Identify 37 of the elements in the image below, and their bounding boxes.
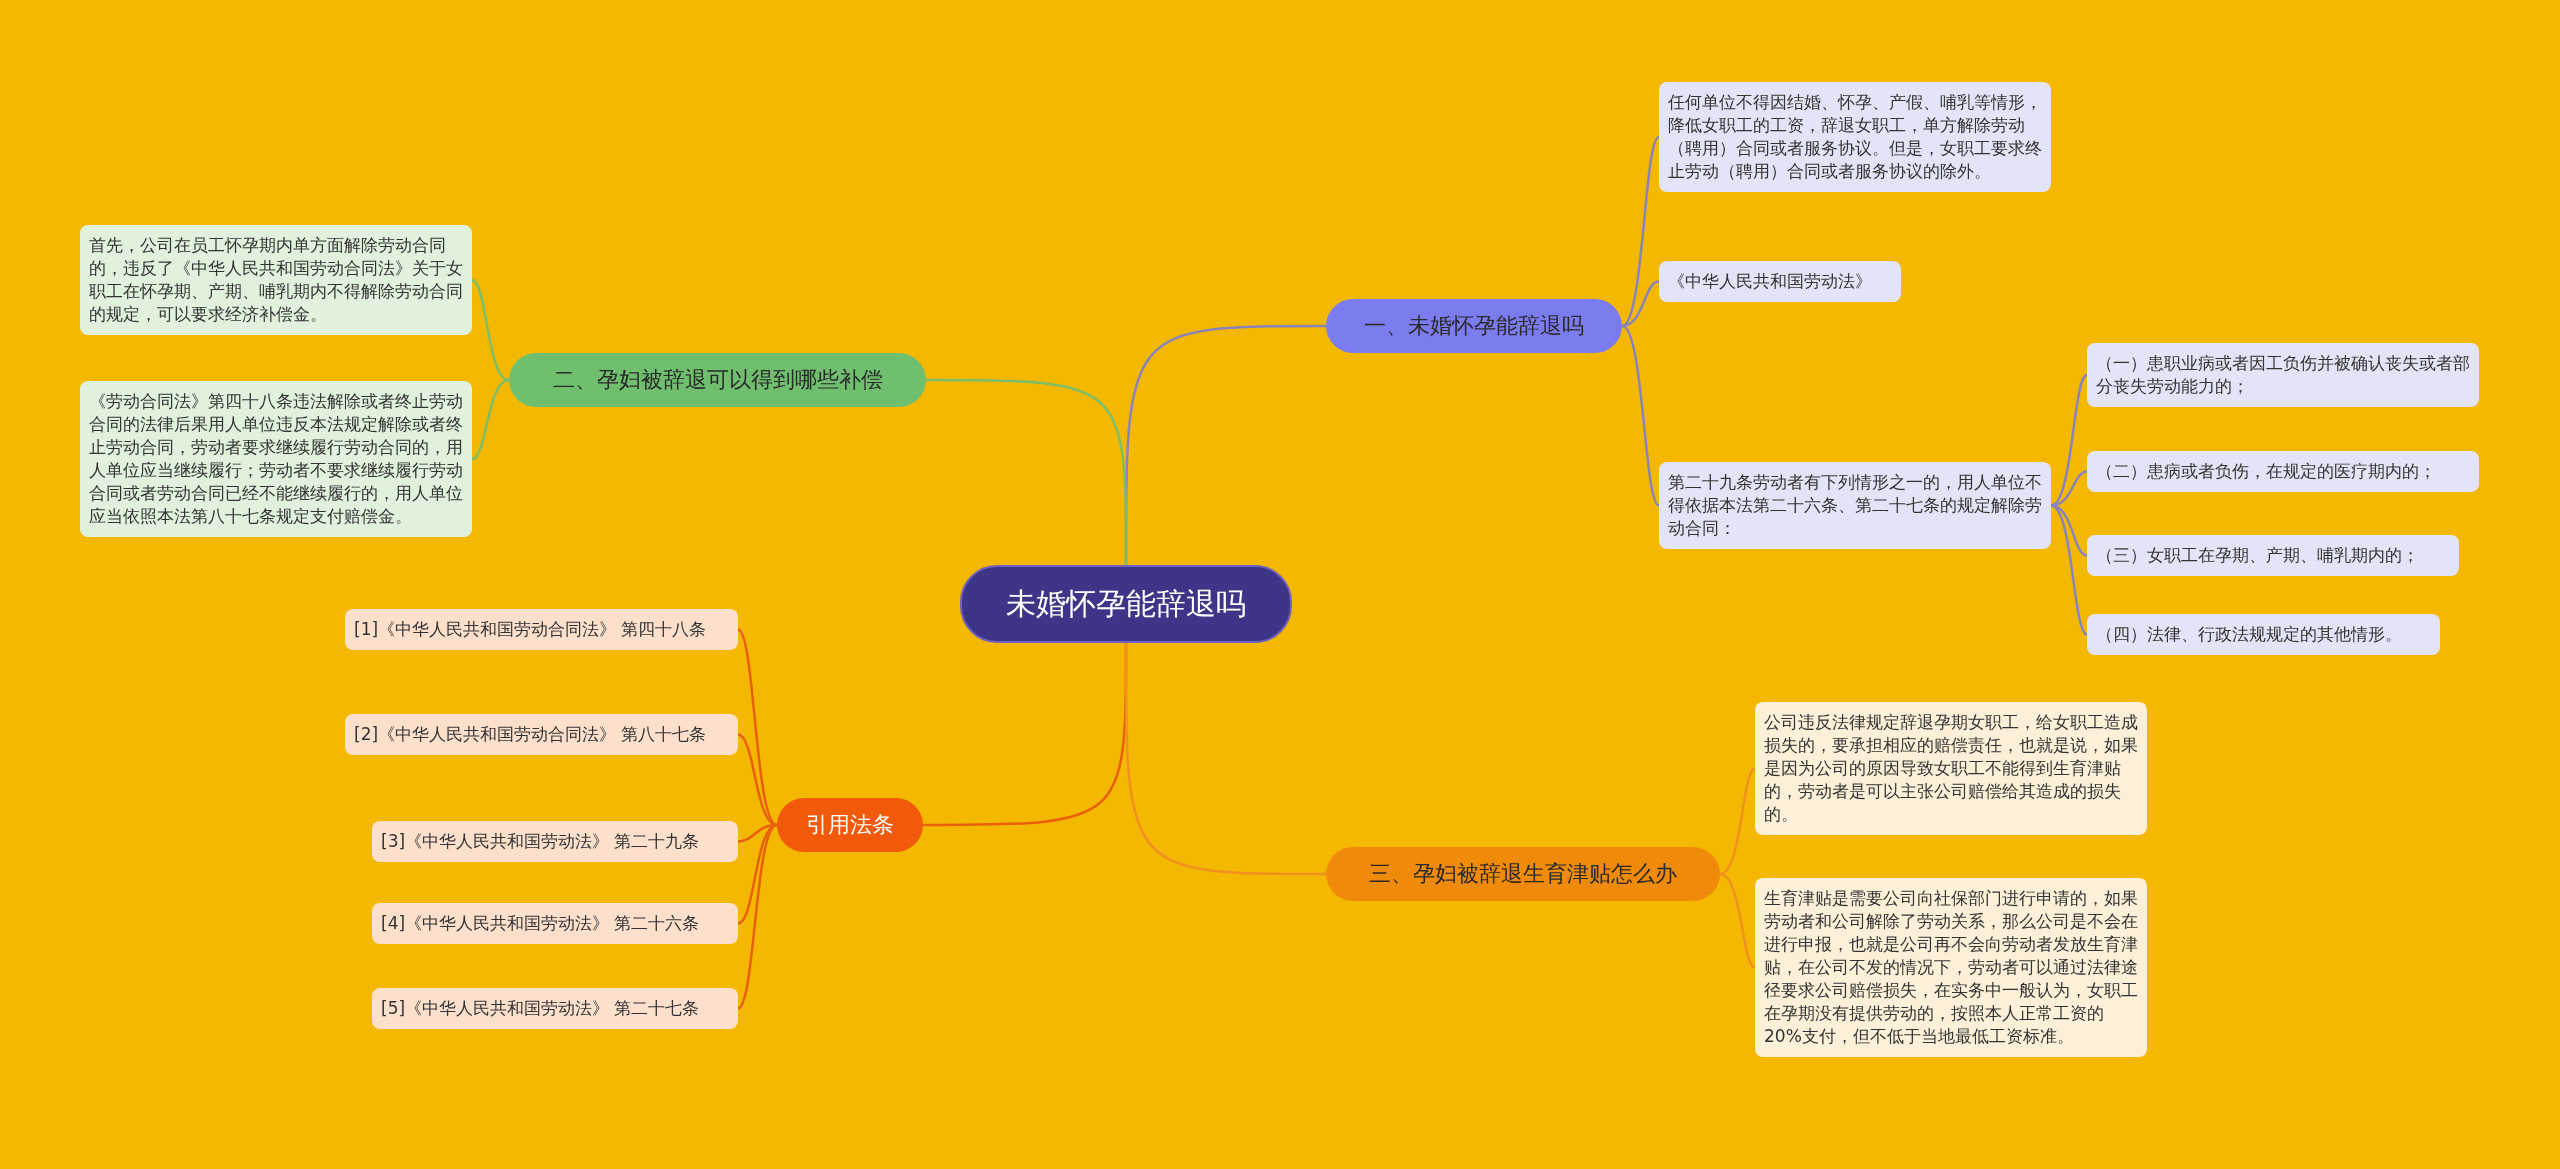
connector-line xyxy=(471,378,510,461)
text-card: （四）法律、行政法规规定的其他情形。 xyxy=(2087,614,2440,655)
text-card: 《中华人民共和国劳动法》 xyxy=(1659,261,1901,302)
connector-line xyxy=(1124,643,1326,876)
text-card: 生育津贴是需要公司向社保部门进行申请的，如果劳动者和公司解除了劳动关系，那么公司是不会在进行申报，也就是公司再不会向劳动者发放生育津贴，在公司不发的情况下，劳动者可以通过法律途径要求公司赔偿损失，在实务中一般认为，女职工在孕期没有提供劳动的，按照本人正常工资的20%支付，但不低于当地最低工资标准。 xyxy=(1755,878,2147,1057)
connector-line xyxy=(1621,136,1660,327)
connector-line xyxy=(926,378,1128,565)
connector-line xyxy=(471,278,510,382)
text-card: （三）女职工在孕期、产期、哺乳期内的； xyxy=(2087,535,2459,576)
text-card: [1]《中华人民共和国劳动合同法》 第四十八条 xyxy=(345,609,738,650)
connector-line xyxy=(1719,872,1756,969)
text-card: 任何单位不得因结婚、怀孕、产假、哺乳等情形，降低女职工的工资，辞退女职工，单方解除劳动（聘用）合同或者服务协议。但是，女职工要求终止劳动（聘用）合同或者服务协议的除外。 xyxy=(1659,82,2051,192)
text-card: （二）患病或者负伤，在规定的医疗期内的； xyxy=(2087,451,2479,492)
text-card: 公司违反法律规定辞退孕期女职工，给女职工造成损失的，要承担相应的赔偿责任，也就是说，如果是因为公司的原因导致女职工不能得到生育津贴的，劳动者是可以主张公司赔偿给其造成的损失的。 xyxy=(1755,702,2147,835)
connector-line xyxy=(737,824,778,1010)
branch-topic: 引用法条 xyxy=(777,798,923,852)
central-topic: 未婚怀孕能辞退吗 xyxy=(960,565,1292,643)
text-card: 第二十九条劳动者有下列情形之一的，用人单位不得依据本法第二十六条、第二十七条的规定解除劳动合同： xyxy=(1659,462,2051,549)
connector-line xyxy=(1621,324,1660,507)
connector-line xyxy=(737,628,778,826)
branch-topic: 三、孕妇被辞退生育津贴怎么办 xyxy=(1326,847,1720,901)
branch-topic: 一、未婚怀孕能辞退吗 xyxy=(1326,299,1622,353)
text-card: （一）患职业病或者因工负伤并被确认丧失或者部分丧失劳动能力的； xyxy=(2087,343,2479,407)
connector-line xyxy=(2050,374,2088,507)
text-card: 《劳动合同法》第四十八条违法解除或者终止劳动合同的法律后果用人单位违反本法规定解除或者终止劳动合同，劳动者要求继续履行劳动合同的，用人单位应当继续履行；劳动者不要求继续履行劳动合同或者劳动合同已经不能继续履行的，用人单位应当依照本法第八十七条规定支付赔偿金。 xyxy=(80,381,472,537)
connector-line xyxy=(737,733,778,827)
connector-line xyxy=(1621,280,1660,328)
text-card: [5]《中华人民共和国劳动法》 第二十七条 xyxy=(372,988,738,1029)
text-card: [2]《中华人民共和国劳动合同法》 第八十七条 xyxy=(345,714,738,755)
connector-line xyxy=(1719,767,1756,876)
connector-line xyxy=(737,823,778,925)
text-card: 首先，公司在员工怀孕期内单方面解除劳动合同的，违反了《中华人民共和国劳动合同法》关于女职工在怀孕期、产期、哺乳期内不得解除劳动合同的规定，可以要求经济补偿金。 xyxy=(80,225,472,335)
connector-line xyxy=(2050,504,2088,557)
connector-line xyxy=(2050,504,2088,636)
text-card: [3]《中华人民共和国劳动法》 第二十九条 xyxy=(372,821,738,862)
branch-topic: 二、孕妇被辞退可以得到哪些补偿 xyxy=(509,353,926,407)
text-card: [4]《中华人民共和国劳动法》 第二十六条 xyxy=(372,903,738,944)
